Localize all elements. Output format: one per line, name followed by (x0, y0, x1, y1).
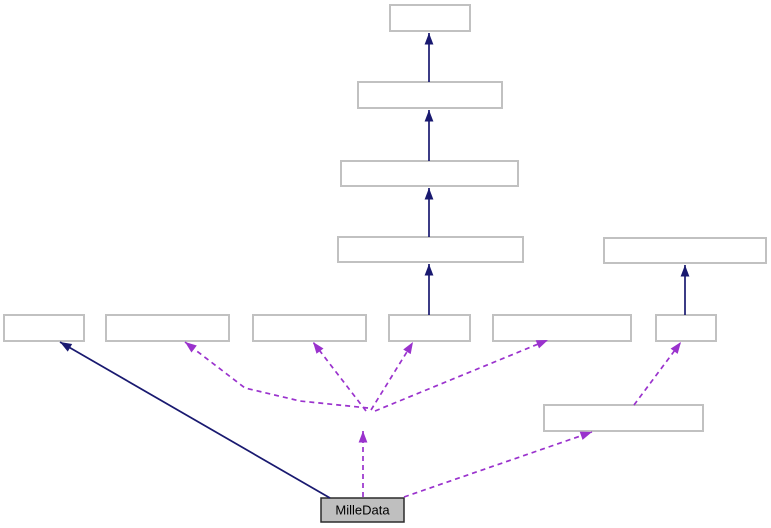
class-node-chain-3[interactable] (340, 160, 519, 187)
edge-junction-to-b5 (374, 339, 549, 412)
edge-junction-to-b3 (312, 341, 367, 412)
edge-junction-to-b2 (184, 341, 369, 409)
edge-chain-4-to-chain-3-arrowhead (424, 188, 434, 200)
class-node-milledata (320, 497, 405, 523)
edge-junction-to-b2-arrowhead (185, 342, 197, 353)
class-node-label-milledata: MilleData (335, 503, 390, 518)
edge-milledata-to-junction-arrowhead (358, 431, 368, 443)
class-node-b5[interactable] (492, 314, 632, 342)
edge-milledata-to-b1 (59, 341, 331, 499)
edge-b4-to-chain-4-arrowhead (424, 264, 434, 276)
class-node-b4[interactable] (388, 314, 471, 342)
edge-milledata-to-b1-arrowhead (60, 342, 73, 352)
class-node-right-parent[interactable] (603, 237, 767, 264)
edge-junction-to-b5-arrowhead (535, 340, 548, 349)
class-node-chain-2[interactable] (357, 81, 503, 109)
edge-milledata-to-mid-arrowhead (579, 431, 592, 440)
class-node-chain-1[interactable] (389, 4, 471, 32)
class-node-b1[interactable] (3, 314, 85, 342)
class-node-b3[interactable] (252, 314, 367, 342)
class-node-chain-4[interactable] (337, 236, 524, 263)
class-node-mid[interactable] (543, 404, 704, 432)
edge-chain-2-to-chain-1-arrowhead (424, 33, 434, 45)
edge-junction-to-b3-arrowhead (313, 342, 324, 354)
edge-mid-to-b6 (633, 341, 682, 406)
edge-mid-to-b6-arrowhead (670, 342, 681, 354)
edge-milledata-to-mid (403, 431, 593, 498)
edge-chain-3-to-chain-2-arrowhead (424, 110, 434, 122)
edge-b6-to-right-parent-arrowhead (680, 265, 690, 277)
class-node-b2[interactable] (105, 314, 230, 342)
edge-junction-to-b4 (370, 341, 414, 411)
class-node-b6[interactable] (655, 314, 717, 342)
edge-junction-to-b4-arrowhead (403, 342, 413, 355)
